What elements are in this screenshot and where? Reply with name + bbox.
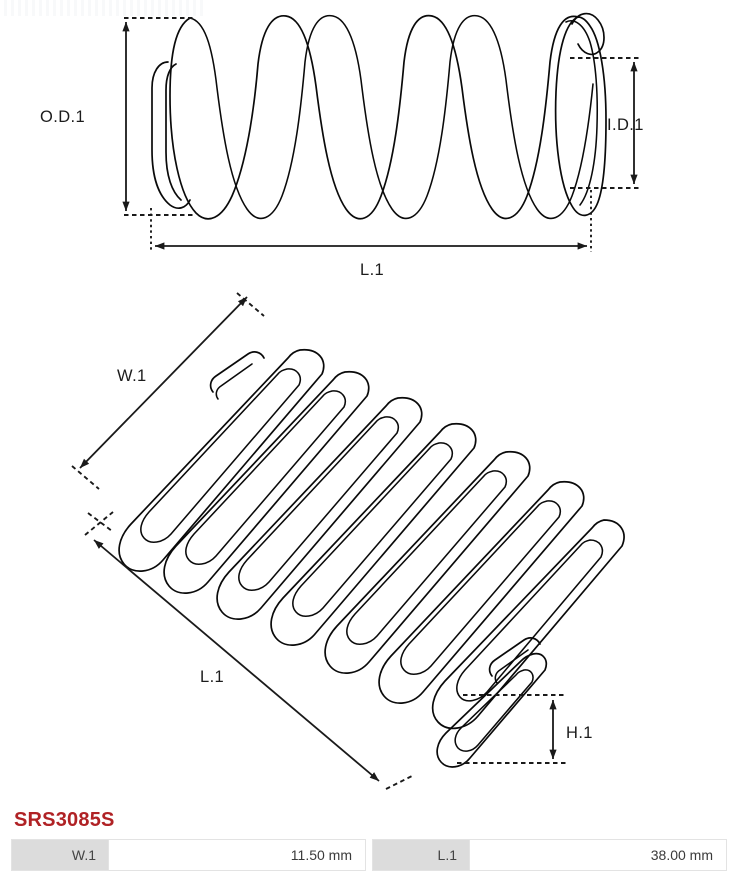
label-h1: H.1 — [566, 724, 593, 742]
dimension-l1-iso: L.1 — [87, 512, 413, 790]
label-l1-iso: L.1 — [200, 668, 224, 686]
spring-drawing-svg: O.D.1 I.D.1 L.1 — [40, 12, 644, 790]
label-od1: O.D.1 — [40, 108, 85, 126]
product-code: SRS3085S — [14, 809, 115, 831]
spec-value-l1: 38.00 mm — [470, 839, 727, 871]
dimension-w1: W.1 — [71, 292, 265, 536]
label-l1-side: L.1 — [360, 261, 384, 279]
dimension-h1: H.1 — [457, 694, 593, 764]
spec-key-w1: W.1 — [11, 839, 109, 871]
dimension-l1-side: L.1 — [150, 190, 592, 279]
label-id1: I.D.1 — [607, 116, 644, 134]
specification-table: W.1 11.50 mm L.1 38.00 mm — [11, 839, 727, 871]
label-w1: W.1 — [117, 367, 147, 385]
spec-row-w1: W.1 11.50 mm — [11, 839, 366, 871]
side-view-spring: O.D.1 I.D.1 L.1 — [40, 12, 644, 279]
spec-key-l1: L.1 — [372, 839, 470, 871]
dimension-id1: I.D.1 — [570, 57, 644, 189]
spec-row-l1: L.1 38.00 mm — [372, 839, 727, 871]
technical-drawing-area: O.D.1 I.D.1 L.1 — [4, 0, 644, 790]
spec-value-w1: 11.50 mm — [109, 839, 366, 871]
dimension-od1: O.D.1 — [40, 17, 196, 216]
product-info-footer: SRS3085S W.1 11.50 mm L.1 38.00 mm — [0, 800, 738, 880]
iso-view-spring: W.1 L.1 H.1 — [71, 292, 625, 790]
